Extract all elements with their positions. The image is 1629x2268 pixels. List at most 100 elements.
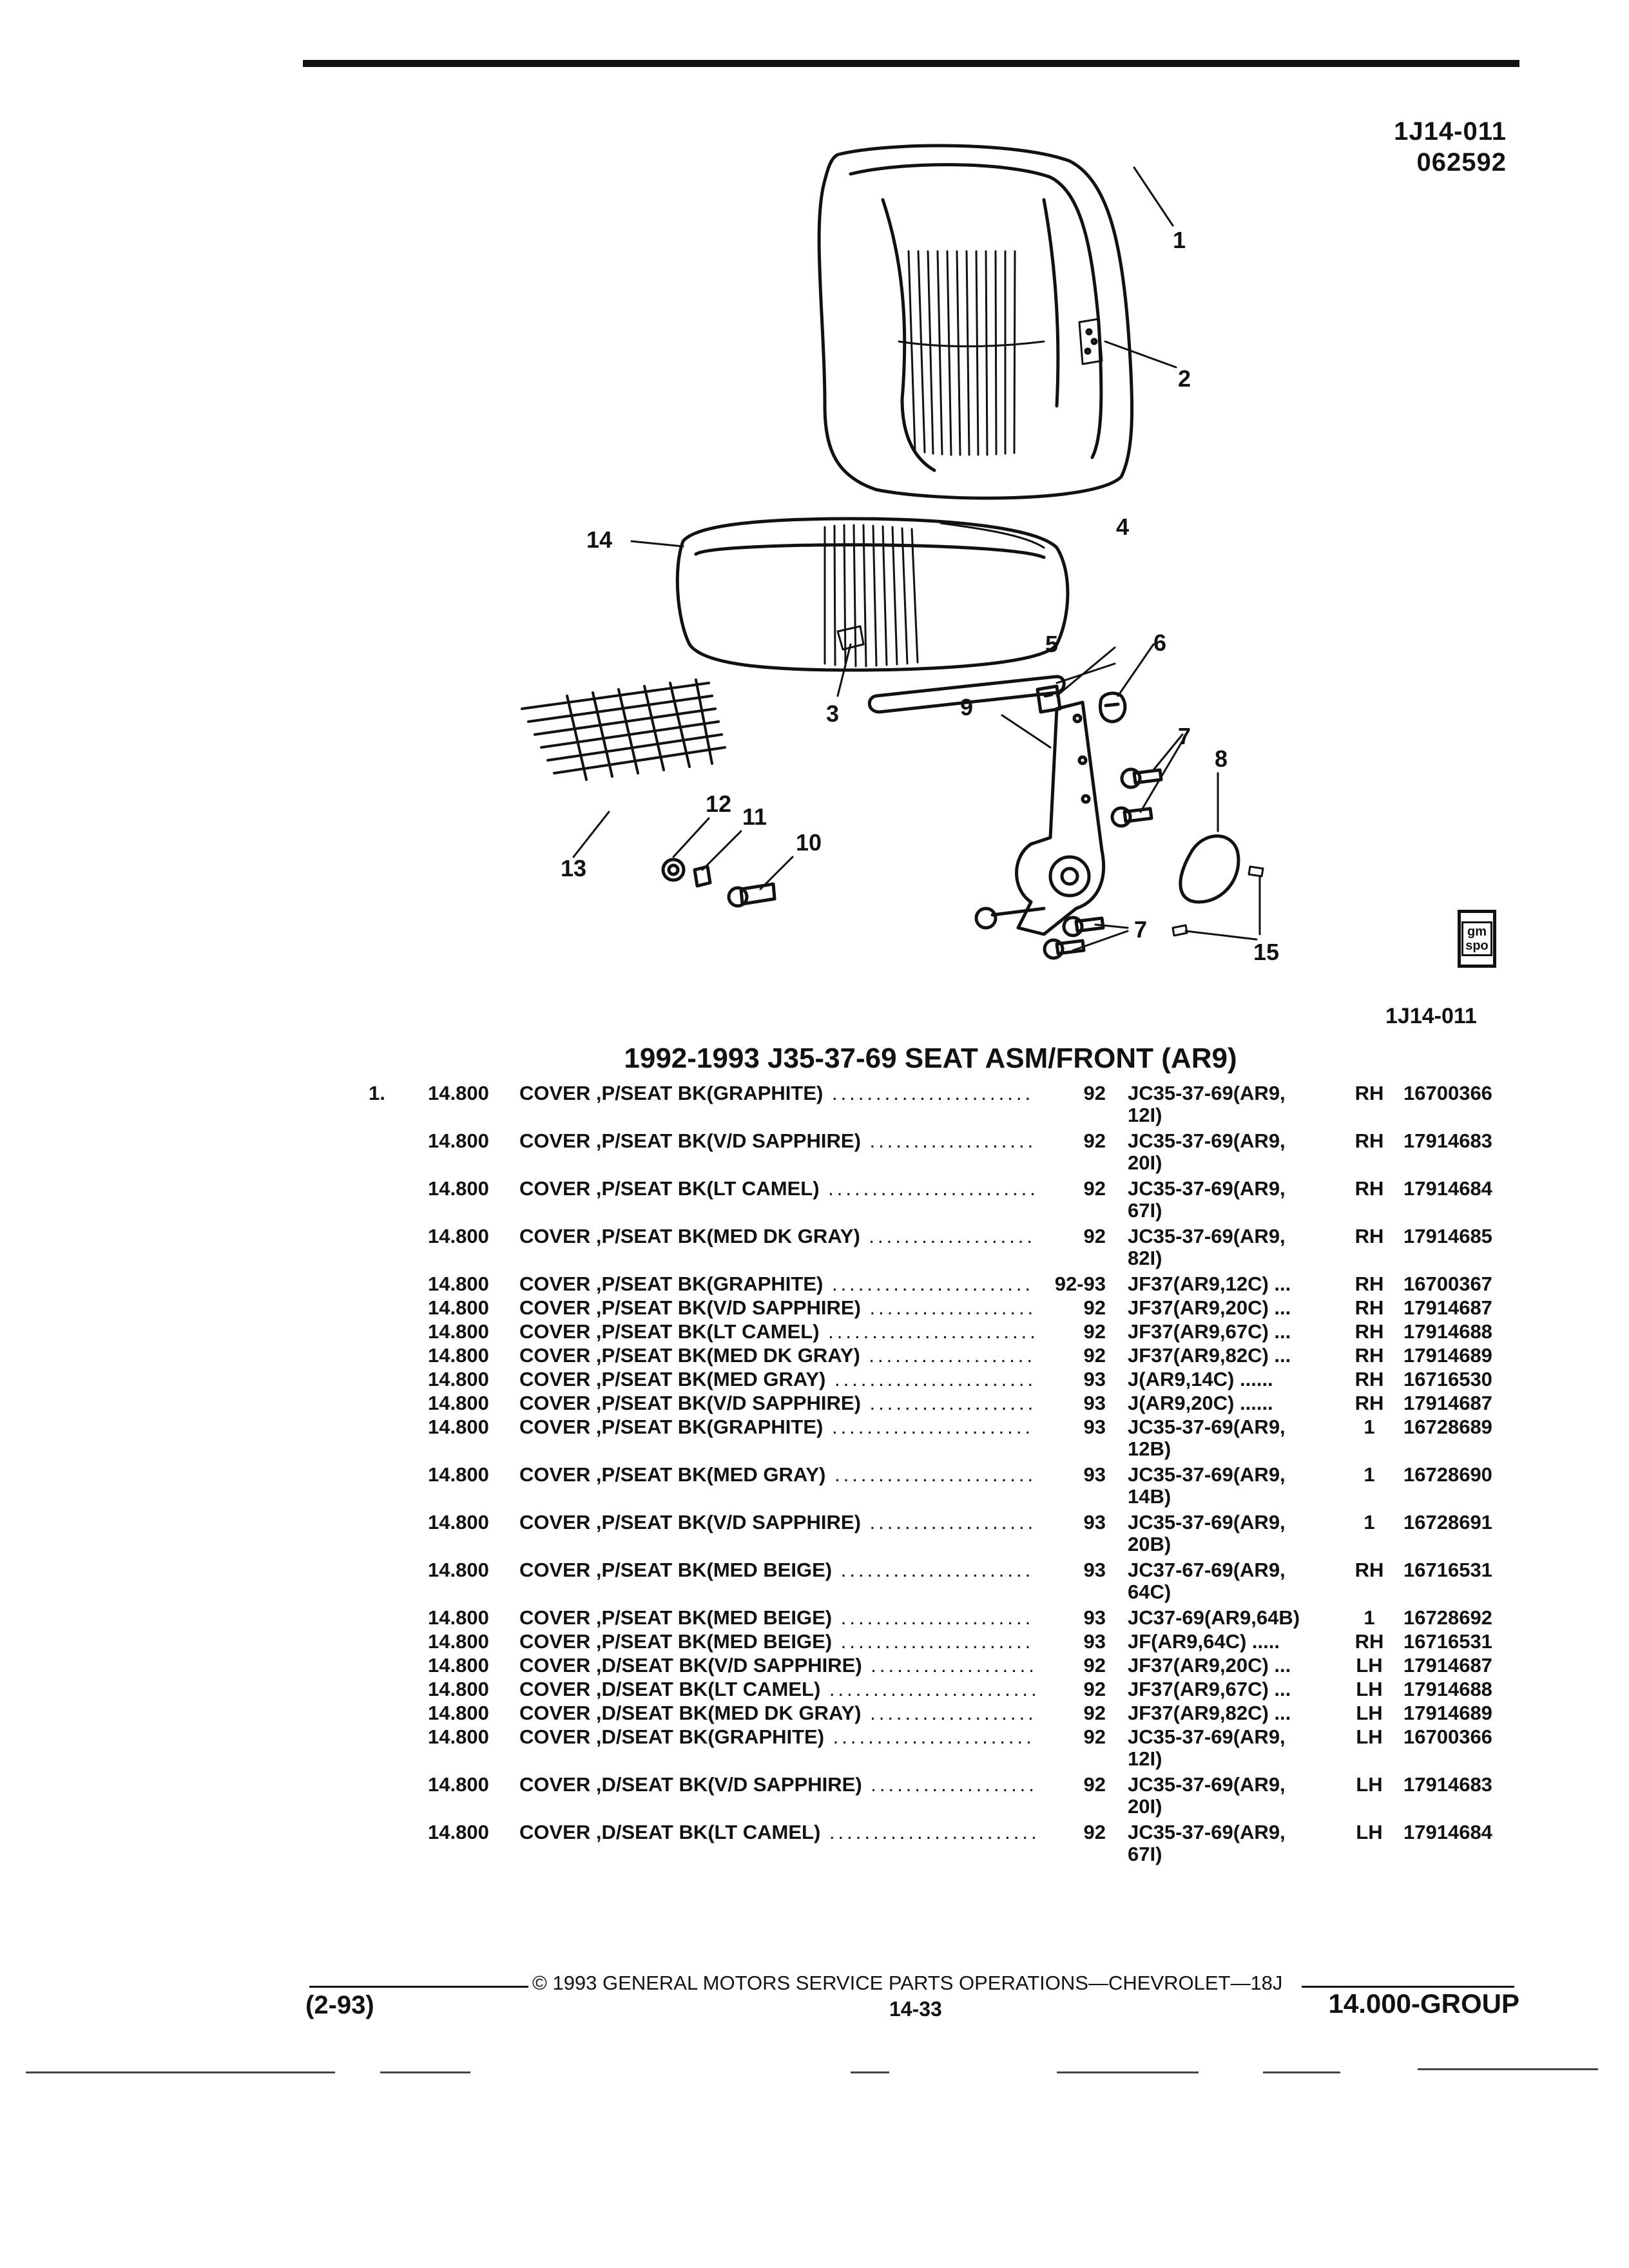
callout-15: 15 (1253, 939, 1279, 965)
dot-leader: ........................................ (871, 1655, 1035, 1677)
model-usage: JC37-67-69(AR9, 64C) (1128, 1559, 1286, 1603)
logo-line-spo: spo (1465, 939, 1489, 953)
section-title: 1992-1993 J35-37-69 SEAT ASM/FRONT (AR9) (624, 1043, 1237, 1074)
callout-6: 6 (1153, 629, 1166, 656)
parts-row: 14.800 COVER ,P/SEAT BK(GRAPHITE) .......… (0, 1416, 1629, 1463)
part-number: 17914689 (1403, 1702, 1492, 1724)
seat-exploded-illustration: 1 2 3 4 5 6 7 7 7 8 9 10 11 12 13 14 15 (521, 144, 1279, 965)
part-number: 16700366 (1403, 1725, 1492, 1748)
group-number: 14.800 (428, 1821, 489, 1843)
part-number: 17914684 (1403, 1821, 1492, 1843)
part-number: 16728692 (1403, 1606, 1492, 1629)
part-description: COVER ,D/SEAT BK(LT CAMEL) .............… (519, 1678, 1035, 1700)
part-description: COVER ,P/SEAT BK(GRAPHITE) .............… (519, 1416, 1035, 1438)
group-number: 14.800 (428, 1654, 489, 1677)
group-number: 14.800 (428, 1678, 489, 1700)
top-rule (303, 60, 1519, 67)
part-number: 17914687 (1403, 1296, 1492, 1319)
side: 1 (1364, 1511, 1375, 1533)
dot-leader: ........................................ (869, 1392, 1035, 1414)
model-year: 93 (1083, 1392, 1106, 1414)
model-usage: JC35-37-69(AR9, 67I) (1128, 1821, 1286, 1865)
model-usage: JF37(AR9,20C) ... (1128, 1296, 1291, 1319)
part-number: 16728690 (1403, 1463, 1492, 1486)
part-description: COVER ,P/SEAT BK(MED BEIGE) ............… (519, 1559, 1035, 1581)
part-description: COVER ,P/SEAT BK(LT CAMEL) .............… (519, 1178, 1035, 1200)
side: LH (1356, 1654, 1383, 1677)
group-number: 14.800 (428, 1344, 489, 1367)
model-year: 92 (1083, 1320, 1106, 1343)
model-year: 92 (1083, 1344, 1106, 1367)
group-number: 14.800 (428, 1606, 489, 1629)
part-description: COVER ,P/SEAT BK(LT CAMEL) .............… (519, 1321, 1035, 1343)
item-number: 1. (369, 1082, 385, 1104)
model-year: 92-93 (1054, 1273, 1106, 1295)
part-number: 16700366 (1403, 1082, 1492, 1104)
callout-7a: 7 (1178, 723, 1191, 749)
callout-5: 5 (1045, 631, 1058, 657)
part-number: 17914688 (1403, 1678, 1492, 1700)
footer-date-code: (2-93) (305, 1991, 374, 2019)
group-number: 14.800 (428, 1368, 489, 1390)
group-number: 14.800 (428, 1416, 489, 1438)
footer-rule-left (309, 1986, 528, 1988)
dot-leader: ........................................ (834, 1464, 1035, 1486)
parts-row: 14.800 COVER ,P/SEAT BK(LT CAMEL) .......… (0, 1321, 1629, 1345)
side: RH (1354, 1320, 1384, 1343)
part-description: COVER ,P/SEAT BK(MED BEIGE) ............… (519, 1631, 1035, 1653)
group-number: 14.800 (428, 1320, 489, 1343)
model-year: 92 (1083, 1177, 1106, 1200)
group-number: 14.800 (428, 1702, 489, 1724)
group-number: 14.800 (428, 1273, 489, 1295)
part-description: COVER ,D/SEAT BK(GRAPHITE) .............… (519, 1726, 1035, 1748)
side: RH (1354, 1082, 1384, 1104)
callout-11: 11 (742, 803, 767, 830)
side: RH (1354, 1273, 1384, 1295)
callout-1: 1 (1173, 227, 1186, 253)
side: RH (1354, 1559, 1384, 1581)
callout-3: 3 (826, 700, 839, 727)
model-usage: JF37(AR9,12C) ... (1128, 1273, 1291, 1295)
scan-artifact (851, 2071, 889, 2073)
part-description: COVER ,D/SEAT BK(V/D SAPPHIRE) .........… (519, 1774, 1035, 1796)
part-description: COVER ,D/SEAT BK(V/D SAPPHIRE) .........… (519, 1655, 1035, 1677)
dot-leader: ........................................ (829, 1821, 1035, 1843)
side: RH (1354, 1296, 1384, 1319)
part-description: COVER ,P/SEAT BK(V/D SAPPHIRE) .........… (519, 1297, 1035, 1319)
dot-leader: ........................................ (829, 1678, 1035, 1700)
part-number: 16716531 (1403, 1630, 1492, 1653)
scan-artifact (1057, 2071, 1199, 2073)
logo-line-gm: gm (1467, 925, 1487, 939)
model-usage: JC37-69(AR9,64B) (1128, 1606, 1300, 1629)
dot-leader: ........................................ (831, 1416, 1035, 1438)
model-year: 92 (1083, 1725, 1106, 1748)
part-description: COVER ,P/SEAT BK(GRAPHITE) .............… (519, 1082, 1035, 1104)
dot-leader: ........................................ (831, 1273, 1035, 1295)
group-number: 14.800 (428, 1559, 489, 1581)
part-number: 17914687 (1403, 1392, 1492, 1414)
group-number: 14.800 (428, 1225, 489, 1247)
side: RH (1354, 1630, 1384, 1653)
part-description: COVER ,P/SEAT BK(GRAPHITE) .............… (519, 1273, 1035, 1295)
model-usage: JF37(AR9,67C) ... (1128, 1678, 1291, 1700)
side: RH (1354, 1392, 1384, 1414)
model-year: 93 (1083, 1416, 1106, 1438)
side: LH (1356, 1821, 1383, 1843)
part-number: 17914684 (1403, 1177, 1492, 1200)
side: RH (1354, 1177, 1384, 1200)
group-number: 14.800 (428, 1082, 489, 1104)
model-year: 93 (1083, 1368, 1106, 1390)
part-number: 17914687 (1403, 1654, 1492, 1677)
model-year: 93 (1083, 1559, 1106, 1581)
model-year: 92 (1083, 1225, 1106, 1247)
part-description: COVER ,P/SEAT BK(V/D SAPPHIRE) .........… (519, 1392, 1035, 1414)
footer-rule-right (1302, 1986, 1514, 1988)
model-usage: JF37(AR9,82C) ... (1128, 1702, 1291, 1724)
footer-copyright: © 1993 GENERAL MOTORS SERVICE PARTS OPER… (532, 1972, 1283, 1994)
part-number: 17914683 (1403, 1129, 1492, 1152)
